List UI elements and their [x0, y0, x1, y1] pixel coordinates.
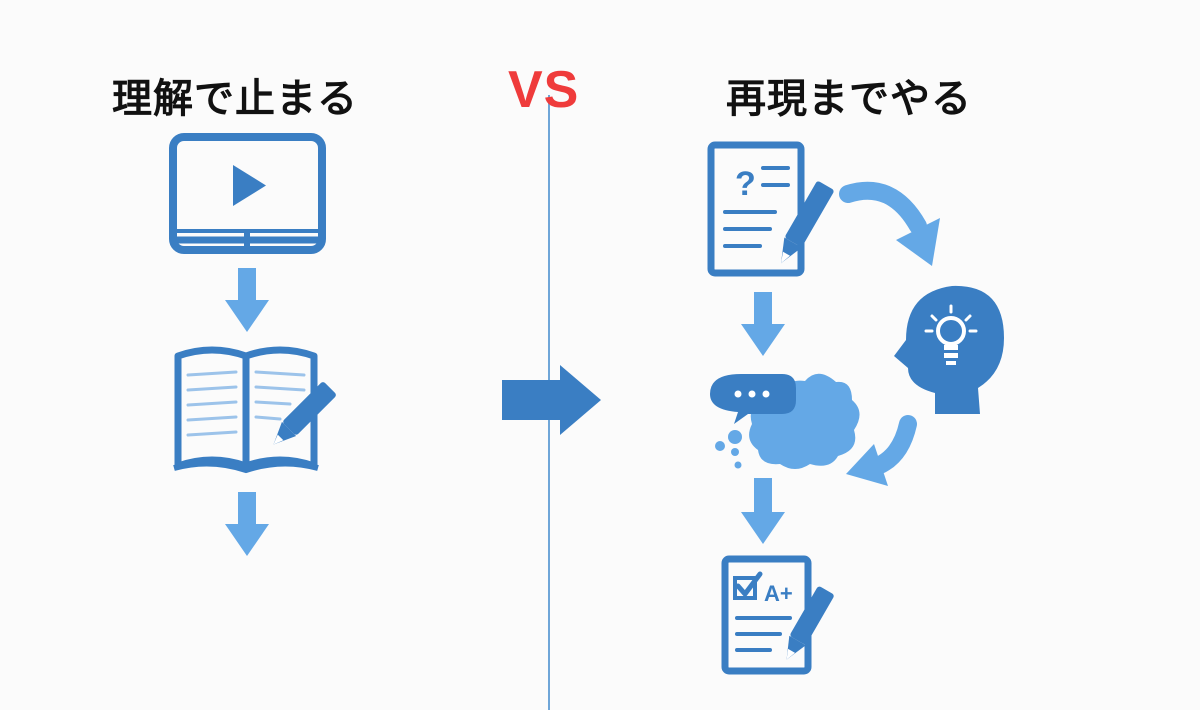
open-book-with-pencil-icon: [173, 346, 336, 474]
right-heading: 再現までやる: [726, 76, 972, 122]
grade-mark: A+: [764, 581, 793, 606]
arrow-down-icon: [741, 292, 785, 356]
video-player-icon: [169, 133, 326, 254]
arrow-right-icon: [502, 365, 601, 435]
graded-worksheet-icon: A+: [721, 555, 834, 675]
head-with-lightbulb-icon: [894, 285, 1004, 414]
arrow-down-icon: [741, 478, 785, 544]
left-heading: 理解で止まる: [112, 76, 358, 122]
speech-and-thought-bubble-icon: [710, 373, 860, 469]
question-worksheet-icon: ?: [707, 141, 834, 277]
vs-label: VS: [508, 61, 580, 119]
question-mark: ?: [735, 165, 756, 203]
curved-arrow-icon: [839, 181, 940, 266]
arrow-down-icon: [225, 268, 269, 332]
curved-arrow-icon: [846, 415, 917, 486]
arrow-down-icon: [225, 492, 269, 556]
